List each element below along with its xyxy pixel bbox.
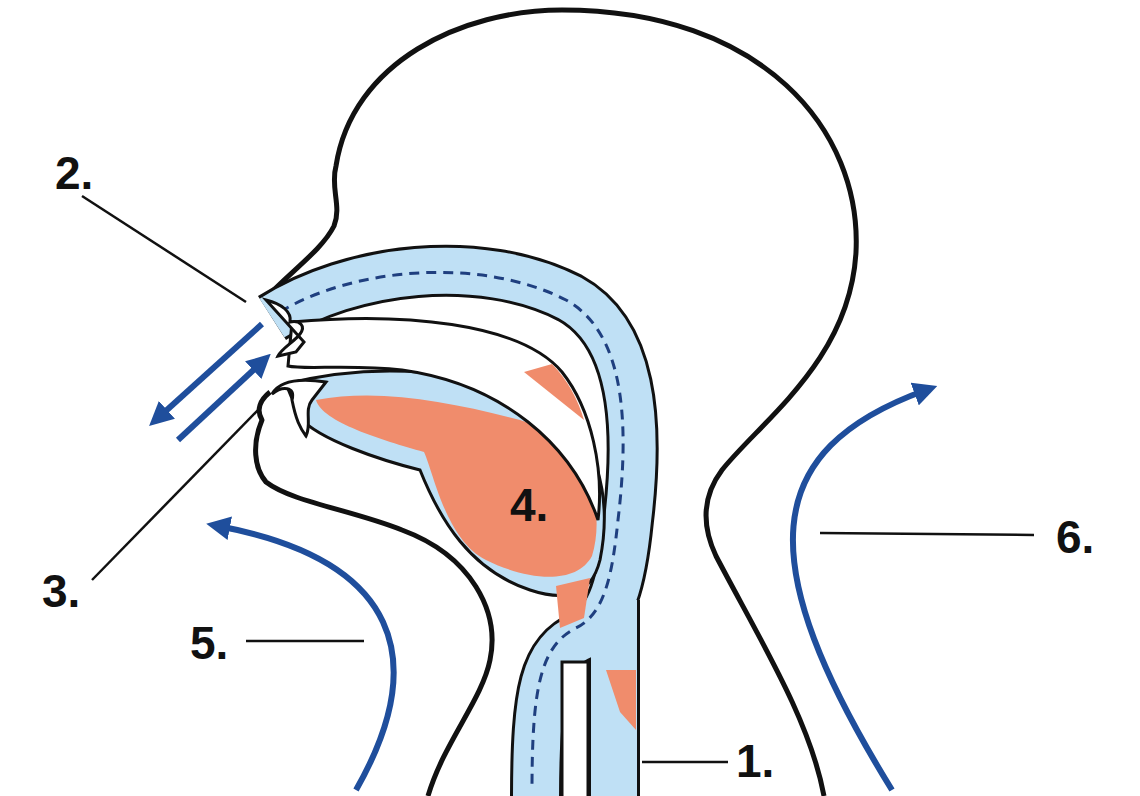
callout-number: 3. (42, 568, 80, 614)
lower-lip-teeth (272, 380, 326, 436)
callout-number: 6. (1056, 514, 1094, 560)
airway (272, 271, 636, 796)
callout-number: 1. (736, 738, 774, 784)
pharynx-wall (524, 364, 584, 420)
oral-cavity (288, 319, 600, 520)
callout-number: 2. (55, 150, 93, 196)
pharynx-wall (556, 578, 590, 628)
back-arrow (793, 390, 926, 790)
front-arrow (218, 526, 394, 790)
exhale-arrow (158, 324, 262, 418)
inhale-arrow (178, 362, 262, 440)
callout-number: 4. (510, 482, 548, 528)
leader-lines (82, 196, 1034, 762)
upper-lip-teeth (266, 300, 304, 356)
callout-number: 5. (190, 620, 228, 666)
